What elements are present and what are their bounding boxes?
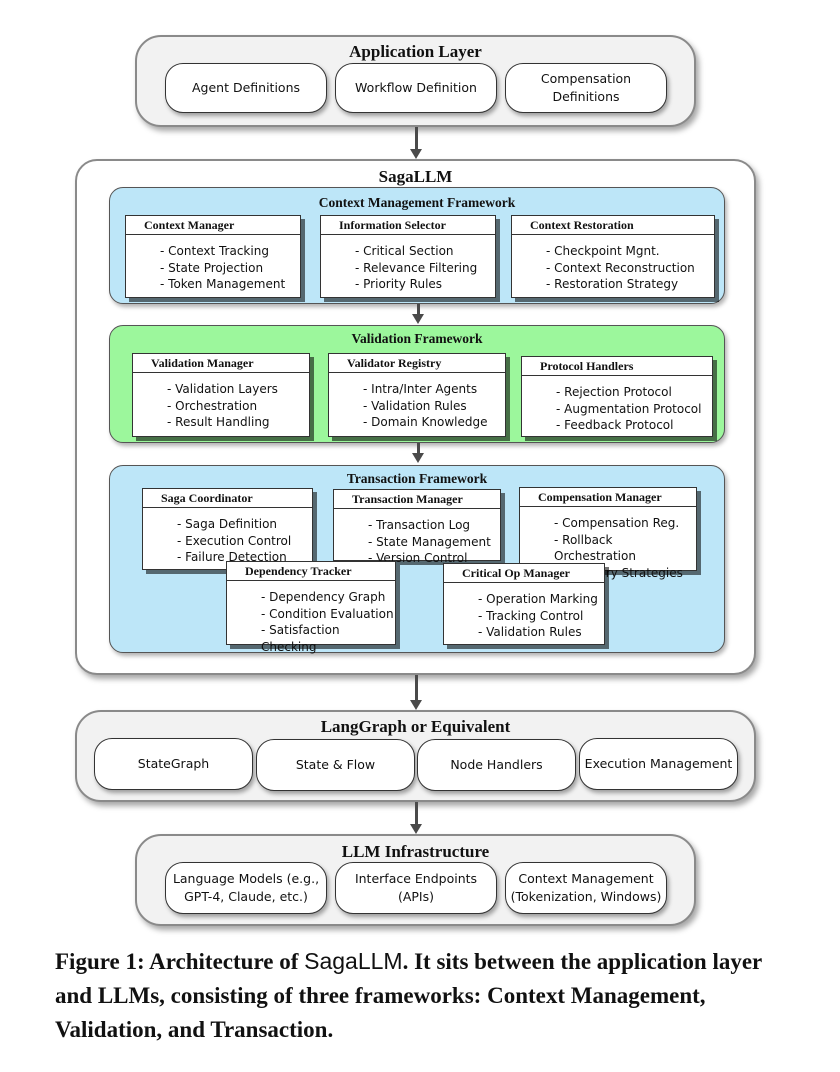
list-item: Checkpoint Mgnt. — [546, 243, 714, 260]
list-item: Rejection Protocol — [556, 384, 712, 401]
list-item: Token Management — [160, 276, 300, 293]
component-title: Critical Op Manager — [444, 564, 604, 583]
arrow-langgraph-to-llm — [410, 802, 422, 834]
list-item: Validation Layers — [167, 381, 309, 398]
caption-system-name: SagaLLM — [304, 948, 403, 974]
sagallm-container: SagaLLM Context Management Framework Con… — [75, 159, 756, 675]
arrow-validation-to-transaction — [412, 443, 424, 463]
component-title: Compensation Manager — [520, 488, 696, 507]
workflow-definition-box: Workflow Definition — [335, 63, 497, 113]
dependency-tracker-box: Dependency Tracker Dependency Graph Cond… — [226, 561, 396, 654]
list-item: Validation Rules — [363, 398, 505, 415]
list-item: Compensation Reg. — [554, 515, 696, 532]
context-restoration-box: Context Restoration Checkpoint Mgnt. Con… — [511, 215, 715, 298]
information-selector-box: Information Selector Critical Section Re… — [320, 215, 496, 298]
list-item: Validation Rules — [478, 624, 604, 641]
application-layer: Application Layer Agent Definitions Work… — [135, 35, 696, 127]
validation-framework-title: Validation Framework — [351, 331, 483, 346]
component-title: Transaction Manager — [334, 490, 500, 509]
langgraph-layer: LangGraph or Equivalent StateGraph State… — [75, 710, 756, 802]
list-item: Priority Rules — [355, 276, 495, 293]
application-layer-title: Application Layer — [349, 42, 482, 61]
list-item: Augmentation Protocol — [556, 401, 712, 418]
llm-infrastructure-layer: LLM Infrastructure Language Models (e.g.… — [135, 834, 696, 926]
langgraph-layer-title: LangGraph or Equivalent — [320, 717, 511, 736]
list-item: Dependency Graph — [261, 589, 395, 606]
component-title: Context Restoration — [512, 216, 714, 235]
list-item: Result Handling — [167, 414, 309, 431]
arrow-app-to-saga — [410, 127, 422, 159]
arrow-context-to-validation — [412, 304, 424, 324]
component-title: Validator Registry — [329, 354, 505, 373]
list-item: Relevance Filtering — [355, 260, 495, 277]
figure-caption: Figure 1: Architecture of SagaLLM. It si… — [55, 948, 762, 1042]
list-item: Satisfaction Checking — [261, 622, 395, 655]
compensation-manager-box: Compensation Manager Compensation Reg. R… — [519, 487, 697, 580]
state-flow-box: State & Flow — [256, 739, 415, 791]
llm-layer-title: LLM Infrastructure — [341, 842, 490, 861]
context-management-box: Context Management(Tokenization, Windows… — [505, 862, 667, 914]
list-item: Domain Knowledge — [363, 414, 505, 431]
validation-manager-box: Validation Manager Validation Layers Orc… — [132, 353, 310, 437]
validation-framework: Validation Framework Validation Manager … — [109, 325, 725, 443]
list-item: Condition Evaluation — [261, 606, 395, 623]
transaction-framework: Transaction Framework Saga Coordinator S… — [109, 465, 725, 654]
list-item: Operation Marking — [478, 591, 604, 608]
component-title: Dependency Tracker — [227, 562, 395, 581]
list-item: Orchestration — [167, 398, 309, 415]
component-title: Saga Coordinator — [143, 489, 312, 508]
execution-management-box: Execution Management — [579, 738, 738, 790]
critical-op-manager-box: Critical Op Manager Operation Marking Tr… — [443, 563, 605, 645]
list-item: Version Control — [368, 550, 500, 567]
component-title: Protocol Handlers — [522, 357, 712, 376]
sagallm-title: SagaLLM — [378, 167, 453, 186]
list-item: Context Reconstruction — [546, 260, 714, 277]
list-item: Feedback Protocol — [556, 417, 712, 434]
list-item: Critical Section — [355, 243, 495, 260]
language-models-box: Language Models (e.g.,GPT-4, Claude, etc… — [165, 862, 327, 914]
saga-coordinator-box: Saga Coordinator Saga Definition Executi… — [142, 488, 313, 570]
stategraph-box: StateGraph — [94, 738, 253, 790]
transaction-framework-title: Transaction Framework — [346, 471, 488, 486]
context-manager-box: Context Manager Context Tracking State P… — [125, 215, 301, 298]
compensation-definitions-box: Compensation Definitions — [505, 63, 667, 113]
context-management-framework: Context Management Framework Context Man… — [109, 187, 725, 304]
list-item: Restoration Strategy — [546, 276, 714, 293]
list-item: State Management — [368, 534, 500, 551]
agent-definitions-box: Agent Definitions — [165, 63, 327, 113]
protocol-handlers-box: Protocol Handlers Rejection Protocol Aug… — [521, 356, 713, 437]
interface-endpoints-box: Interface Endpoints (APIs) — [335, 862, 497, 914]
list-item: Tracking Control — [478, 608, 604, 625]
list-item: Context Tracking — [160, 243, 300, 260]
transaction-manager-box: Transaction Manager Transaction Log Stat… — [333, 489, 501, 565]
node-handlers-box: Node Handlers — [417, 739, 576, 791]
list-item: Execution Control — [177, 533, 312, 550]
list-item: Intra/Inter Agents — [363, 381, 505, 398]
list-item: Saga Definition — [177, 516, 312, 533]
component-title: Context Manager — [126, 216, 300, 235]
validator-registry-box: Validator Registry Intra/Inter Agents Va… — [328, 353, 506, 437]
list-item: Transaction Log — [368, 517, 500, 534]
list-item: State Projection — [160, 260, 300, 277]
context-framework-title: Context Management Framework — [318, 195, 516, 210]
list-item: Rollback Orchestration — [554, 532, 696, 565]
list-item: Failure Detection — [177, 549, 312, 566]
arrow-saga-to-langgraph — [410, 675, 422, 710]
component-title: Validation Manager — [133, 354, 309, 373]
component-title: Information Selector — [321, 216, 495, 235]
